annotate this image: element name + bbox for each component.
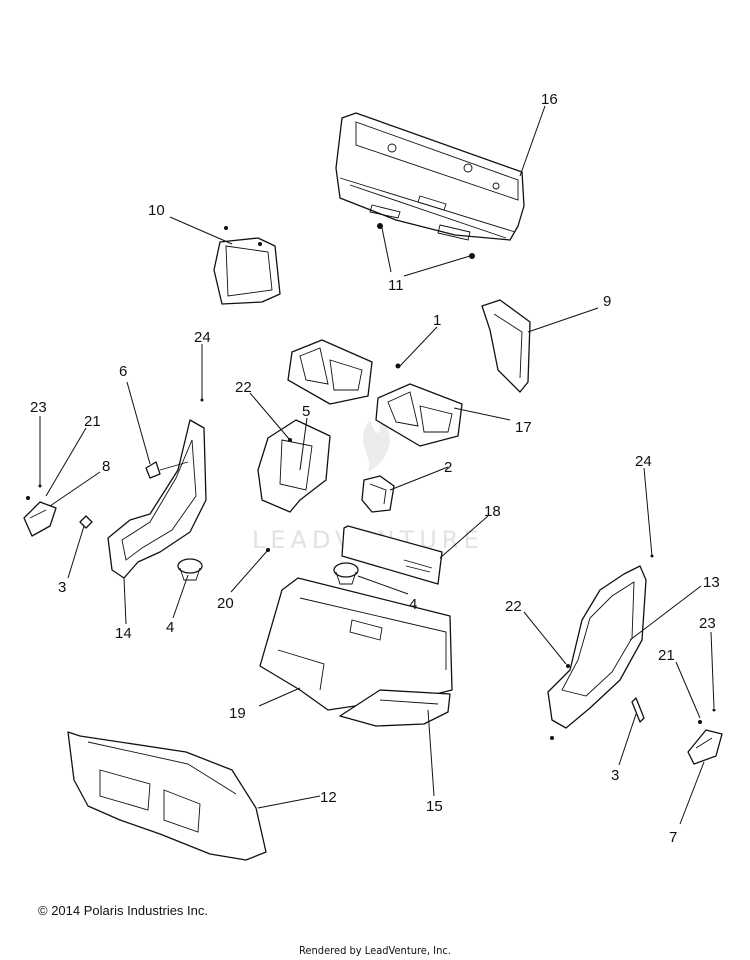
callout-12: 12 (320, 789, 337, 806)
callout-10: 10 (148, 202, 165, 219)
callout-17: 17 (515, 419, 532, 436)
callouts: 16 10 11 1 9 24 6 22 5 17 23 21 8 2 18 3… (30, 91, 720, 846)
callout-22-right: 22 (505, 598, 522, 615)
callout-4-center: 4 (409, 596, 417, 613)
part-3-pin-left (79, 515, 93, 529)
callout-3-right: 3 (611, 767, 619, 784)
part-3-pin-right (631, 697, 645, 723)
part-6-fastener (145, 461, 161, 479)
part-19-floor-tray (259, 577, 453, 711)
callout-2: 2 (444, 459, 452, 476)
part-15-floor-panel (339, 689, 451, 727)
callout-9: 9 (603, 293, 611, 310)
callout-7: 7 (669, 829, 677, 846)
rendered-by-text: Rendered by LeadVenture, Inc. (299, 944, 451, 957)
callout-18: 18 (484, 503, 501, 520)
part-10-side-panel (213, 237, 281, 305)
callout-21-right: 21 (658, 647, 675, 664)
callout-16: 16 (541, 91, 558, 108)
part-17-tray (375, 383, 463, 447)
part-8-clip (23, 501, 57, 537)
part-center-tray (287, 339, 373, 405)
callout-3-left: 3 (58, 579, 66, 596)
callout-13: 13 (703, 574, 720, 591)
callout-21-left: 21 (84, 413, 101, 430)
callout-1: 1 (433, 312, 441, 329)
callout-22-left: 22 (235, 379, 252, 396)
callout-5: 5 (302, 403, 310, 420)
part-7-clip (687, 729, 723, 765)
callout-24-right: 24 (635, 453, 652, 470)
callout-8: 8 (102, 458, 110, 475)
callout-23-left: 23 (30, 399, 47, 416)
copyright-text: © 2014 Polaris Industries Inc. (38, 903, 208, 918)
callout-14: 14 (115, 625, 132, 642)
part-18-plate (341, 525, 443, 585)
callout-24-left: 24 (194, 329, 211, 346)
callout-6: 6 (119, 363, 127, 380)
part-5-console (257, 419, 331, 513)
callout-20: 20 (217, 595, 234, 612)
callout-23-right: 23 (699, 615, 716, 632)
part-14-left-side-panel (107, 419, 207, 579)
part-4-grommet-center (333, 562, 359, 585)
callout-4-left: 4 (166, 619, 174, 636)
part-12-front-floor-panel (67, 731, 267, 861)
hardware-dots (26, 223, 716, 740)
part-4-grommet-left (177, 558, 203, 581)
callout-11: 11 (388, 277, 404, 294)
callout-19: 19 (229, 705, 246, 722)
part-13-right-side-panel (547, 565, 647, 729)
part-16-rear-panel (335, 112, 525, 241)
part-2-bracket (361, 475, 395, 513)
leader-lines (39, 105, 715, 825)
callout-15: 15 (426, 798, 443, 815)
part-9-side-panel (481, 299, 531, 393)
